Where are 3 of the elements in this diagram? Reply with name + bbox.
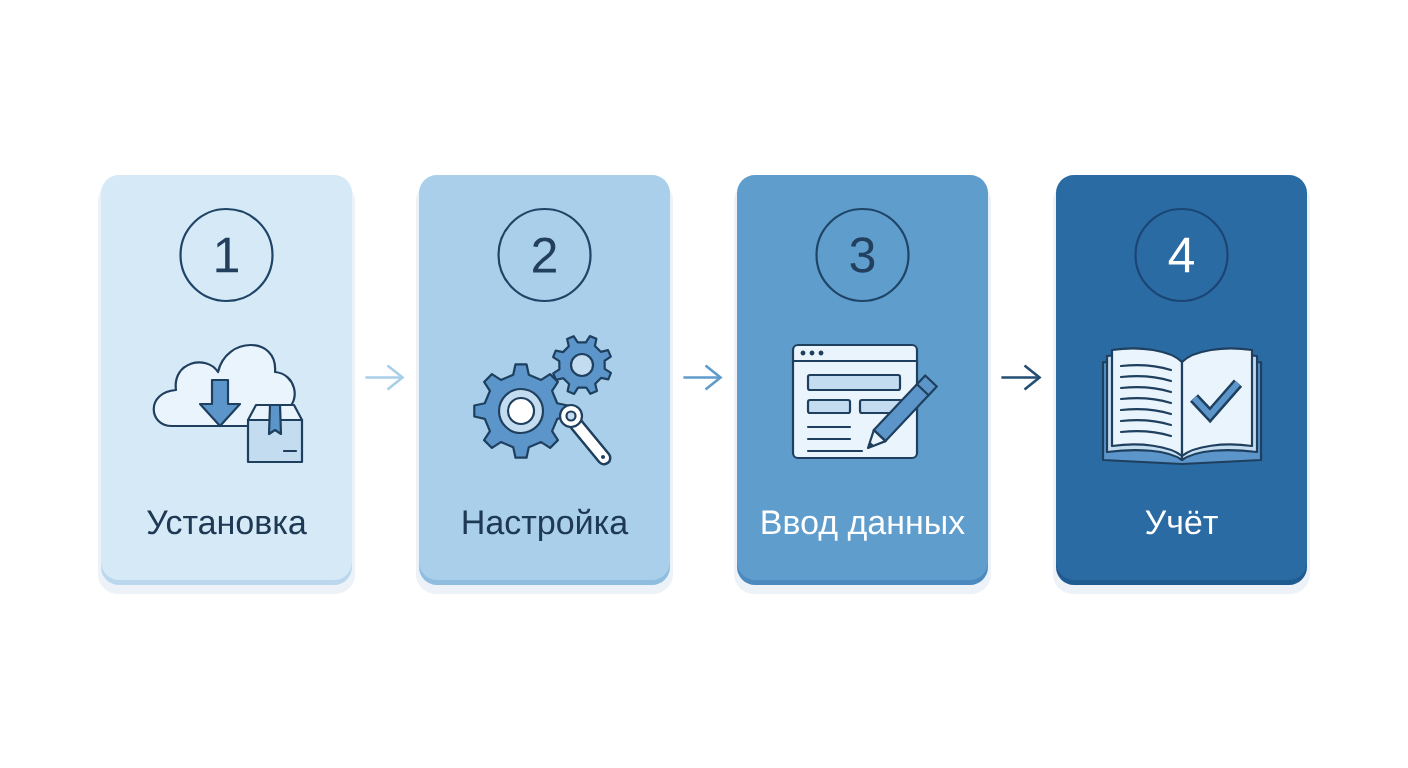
arrow xyxy=(683,364,723,391)
arrow xyxy=(365,364,405,391)
arrow xyxy=(1001,364,1042,391)
